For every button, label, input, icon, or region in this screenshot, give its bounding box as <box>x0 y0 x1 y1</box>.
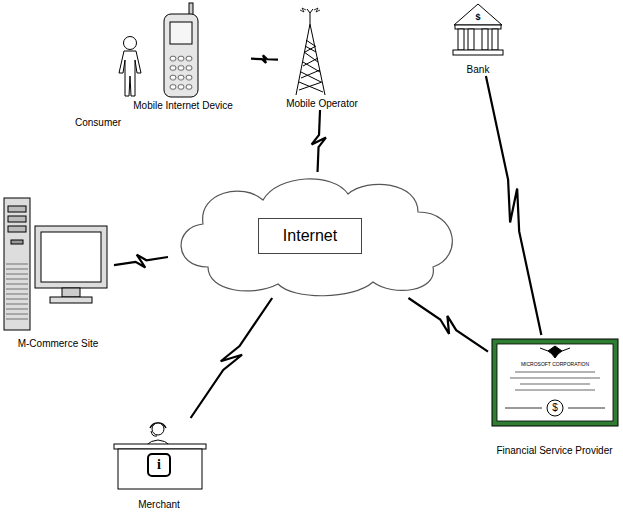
lightning-link <box>251 55 278 63</box>
person-icon <box>119 37 141 97</box>
node-label: Merchant <box>138 499 180 511</box>
lightning-link <box>191 298 273 418</box>
certificate-node: Financial Service Provider <box>488 335 621 458</box>
computer-node: M-Commerce Site <box>2 195 114 352</box>
lightning-link <box>114 255 168 268</box>
dollar-sign: $ <box>552 403 558 413</box>
box-label: Internet <box>258 218 362 254</box>
node-label: Mobile Internet Device <box>133 100 233 112</box>
node-label: Mobile Operator <box>286 98 358 110</box>
phone-icon <box>164 3 198 97</box>
tower-icon <box>296 8 325 95</box>
info-sign: i <box>157 458 161 472</box>
node-label: Financial Service Provider <box>496 445 612 457</box>
dollar-sign: $ <box>475 13 480 22</box>
node-label: M-Commerce Site <box>18 338 99 350</box>
bank-icon <box>453 4 503 55</box>
certificate-text: MICROSOFT CORPORATION <box>521 362 589 367</box>
merchant-icon <box>114 423 206 489</box>
node-label: Consumer <box>75 117 121 129</box>
lightning-link <box>408 298 488 352</box>
certificate-icon <box>492 339 618 426</box>
tower-node: Mobile Operator <box>278 12 366 110</box>
cloud-node: Internet <box>168 172 462 298</box>
person-node: Consumer <box>72 34 150 132</box>
lightning-link <box>312 110 326 172</box>
device-node: Mobile Internet Device <box>115 0 251 113</box>
lightning-link <box>486 76 541 335</box>
node-label: Bank <box>467 64 490 76</box>
computer-icon <box>4 198 107 330</box>
